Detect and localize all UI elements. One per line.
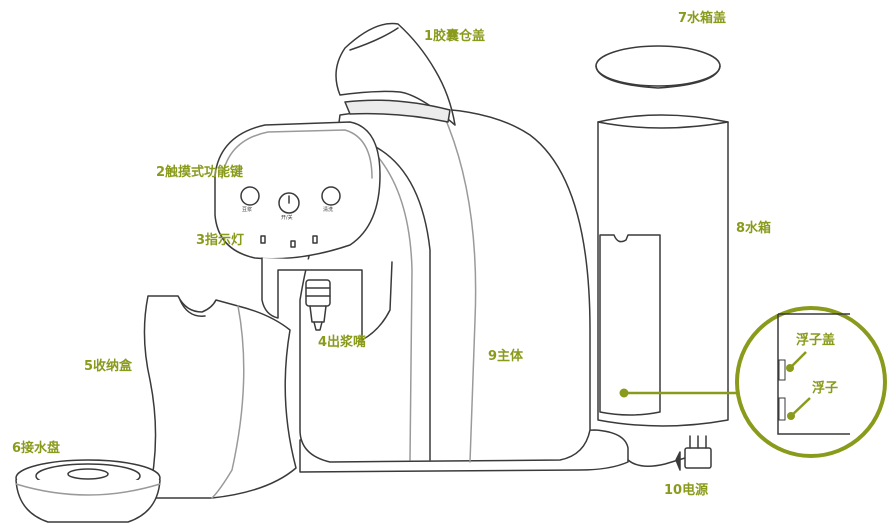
label-spout: 4出浆嘴 (318, 335, 367, 350)
right-key-icon (321, 186, 341, 206)
right-key-caption: 清洗 (323, 207, 334, 213)
control-head (214, 121, 381, 260)
power-key-icon (278, 192, 300, 214)
storage-box (143, 295, 297, 499)
capsule-chamber (344, 99, 451, 123)
float-callout (619, 306, 887, 458)
body-seam (444, 117, 477, 463)
left-key-caption: 豆浆 (242, 207, 253, 213)
label-storage-box: 5收纳盒 (84, 359, 133, 374)
label-float: 浮子 (812, 381, 839, 396)
power-plug (684, 447, 712, 469)
capsule-lid (335, 22, 456, 126)
water-tank-lid (595, 45, 721, 87)
spout-nozzle (305, 279, 331, 307)
water-tank (597, 114, 729, 427)
label-tank-lid: 7水箱盖 (678, 11, 727, 26)
body-inner-curve (371, 149, 413, 461)
water-tank-window (599, 234, 661, 416)
label-main-body: 9主体 (488, 349, 524, 364)
label-water-tank: 8水箱 (736, 221, 772, 236)
label-power: 10电源 (664, 483, 709, 498)
label-touch-keys: 2触摸式功能键 (156, 165, 244, 180)
power-key-caption: 开/关 (281, 215, 293, 221)
label-float-cap: 浮子盖 (796, 333, 836, 348)
drip-tray-bowl (15, 479, 161, 523)
label-capsule-lid: 1胶囊仓盖 (424, 29, 486, 44)
spout-housing (261, 257, 393, 341)
left-key-icon (240, 186, 260, 206)
power-cord (627, 457, 686, 467)
label-indicator: 3指示灯 (196, 233, 245, 248)
label-drip-tray: 6接水盘 (12, 441, 61, 456)
